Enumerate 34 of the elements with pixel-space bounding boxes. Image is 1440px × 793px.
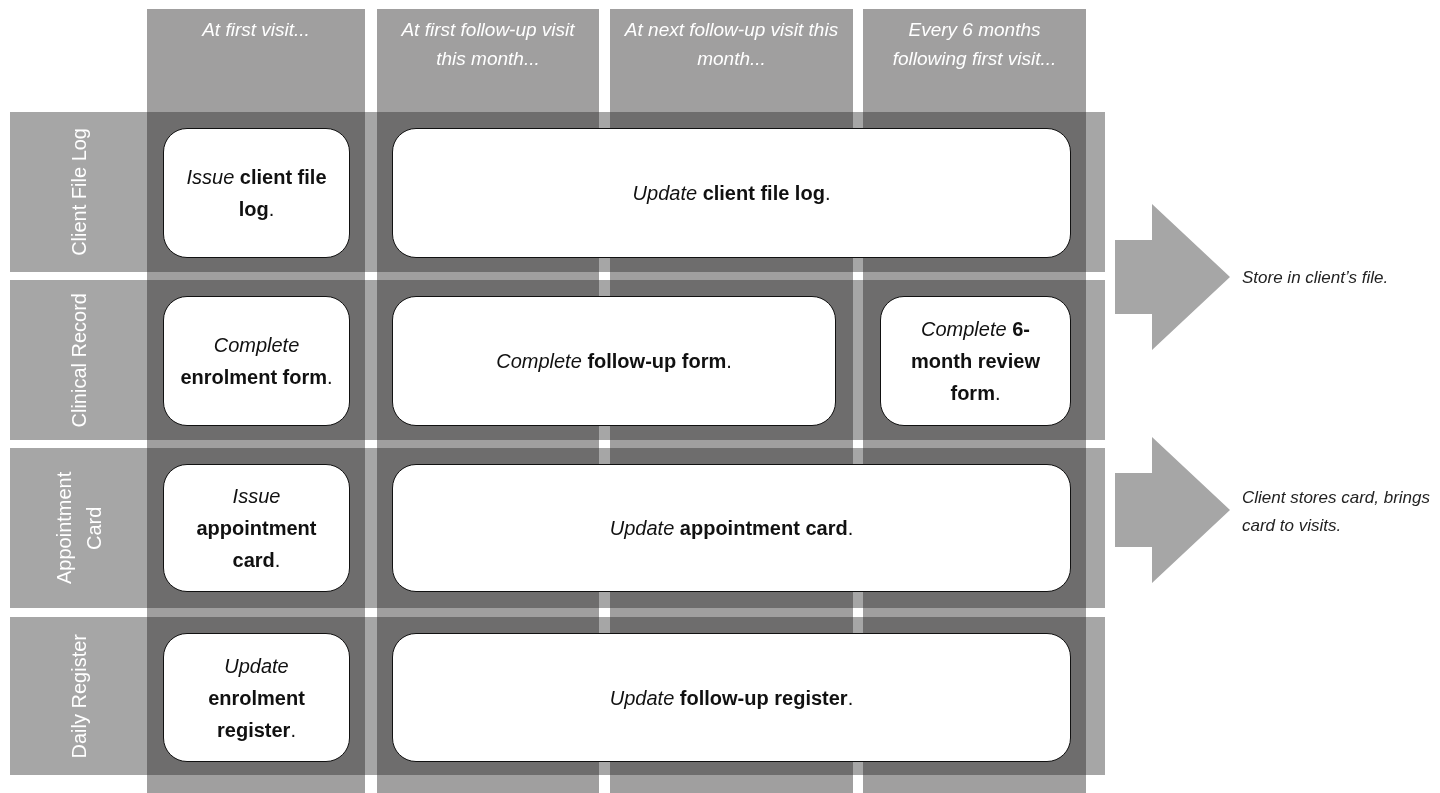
row-header — [10, 112, 147, 272]
row-label: Daily Register — [66, 633, 91, 759]
row-label: Client File Log — [66, 128, 91, 256]
task-card — [163, 633, 350, 762]
row-header — [10, 617, 147, 775]
task-card — [392, 633, 1071, 762]
row-label: Clinical Record — [66, 292, 91, 428]
task-text: Complete enrolment form. — [179, 333, 334, 390]
block-arrow — [1115, 204, 1230, 350]
column-header: Every 6 months following first visit... — [863, 9, 1086, 112]
task-text: Complete follow-up form. — [496, 349, 732, 374]
column-header: At first follow-up visit this month... — [377, 9, 599, 112]
task-card — [880, 296, 1071, 426]
task-card — [163, 464, 350, 592]
block-arrow — [1115, 437, 1230, 583]
row-label: Appointment Card — [51, 470, 106, 587]
row-header — [10, 448, 147, 608]
task-text: Update appointment card. — [609, 516, 854, 541]
task-text: Update enrolment register. — [207, 653, 306, 743]
task-card — [163, 128, 350, 258]
task-text: Update follow-up register. — [609, 685, 854, 711]
outcome-note: Store in client’s file. — [1242, 264, 1438, 290]
task-card — [163, 296, 350, 426]
row-header — [10, 280, 147, 440]
task-text: Complete 6-month review form. — [910, 317, 1041, 406]
task-text: Issue client file log. — [185, 165, 328, 222]
task-card — [392, 464, 1071, 592]
column-header: At next follow-up visit this month... — [610, 9, 853, 112]
task-text: Issue appointment card. — [195, 484, 318, 573]
task-card — [392, 296, 836, 426]
task-text: Update client file log. — [632, 181, 831, 206]
task-card — [392, 128, 1071, 258]
outcome-note: Client stores card, brings card to visits. — [1242, 484, 1438, 564]
column-header: At first visit... — [147, 9, 365, 112]
